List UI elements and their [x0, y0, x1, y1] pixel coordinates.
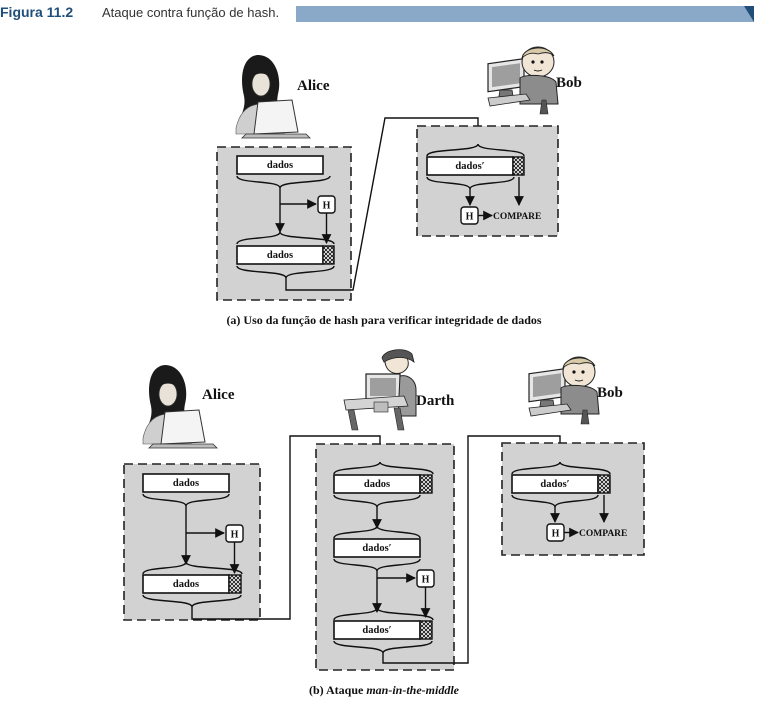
darth-name: Darth	[416, 393, 455, 409]
darth-modified-label: dados′	[362, 543, 391, 554]
alice-b-brace-mid	[142, 561, 243, 575]
darth-data-label: dados	[364, 479, 390, 490]
darth-brace-2	[333, 525, 421, 539]
alice-b-hash-label: H	[231, 530, 239, 541]
channel-a	[285, 117, 483, 291]
alice-data-label: dados	[267, 160, 293, 171]
bob-b-hash-label: H	[552, 529, 560, 540]
panel-b-caption-italic: man-in-the-middle	[366, 683, 459, 697]
darth-avatar-icon	[343, 349, 417, 431]
alice-name: Alice	[297, 78, 330, 94]
bob-b-name: Bob	[597, 385, 623, 401]
alice-hash-tag-icon	[322, 245, 335, 265]
alice-data-label-2: dados	[267, 250, 293, 261]
channel-b-alice-darth	[191, 435, 385, 620]
bob-b-brace-top	[511, 461, 611, 475]
bob-hash-label: H	[466, 212, 474, 223]
bob-b-avatar-icon	[528, 356, 600, 425]
bob-b-data-label: dados′	[540, 479, 569, 490]
panel-b-caption: (b) Ataque man-in-the-middle	[309, 683, 460, 697]
channel-b-darth-bob	[382, 435, 565, 664]
alice-avatar-icon	[235, 54, 311, 139]
bob-avatar-icon	[487, 46, 559, 115]
darth-brace-top	[333, 461, 434, 475]
alice-b-data-label: dados	[173, 478, 199, 489]
darth-out-label: dados′	[362, 625, 391, 636]
darth-brace-4	[333, 607, 434, 621]
bob-b-hash-tag-icon	[597, 474, 611, 494]
panel-b: Alice dados H dados Darth dados	[123, 349, 645, 697]
panel-b-caption-prefix: (b) Ataque	[309, 683, 366, 697]
darth-out-hash-tag-icon	[419, 620, 433, 640]
darth-hash-tag-icon	[419, 474, 433, 494]
alice-b-data-label-2: dados	[173, 579, 199, 590]
alice-b-avatar-icon	[142, 364, 218, 449]
alice-b-hash-tag-icon	[228, 574, 242, 594]
bob-compare-label: COMPARE	[493, 212, 541, 222]
panel-a-caption: (a) Uso da função de hash para verificar…	[226, 313, 541, 327]
alice-brace-mid	[236, 231, 335, 245]
bob-brace-top	[426, 143, 525, 157]
alice-hash-label: H	[323, 201, 331, 212]
figure-header: Figura 11.2 Ataque contra função de hash…	[0, 0, 769, 30]
darth-hash-label: H	[422, 575, 430, 586]
alice-b-data-field	[142, 473, 230, 493]
alice-data-field	[236, 155, 324, 175]
alice-b-name: Alice	[202, 387, 235, 403]
bob-hash-tag-icon	[512, 156, 525, 176]
alice-brace-top	[236, 175, 331, 189]
figure-label: Figura 11.2	[0, 4, 74, 20]
bob-b-compare-label: COMPARE	[579, 529, 627, 539]
bob-name: Bob	[556, 75, 582, 91]
bob-data-label: dados′	[455, 161, 484, 172]
figure-title: Ataque contra função de hash.	[102, 5, 280, 20]
figure-header-bar	[296, 6, 754, 22]
panel-a: Alice dados H dados Bob da	[216, 46, 582, 327]
darth-modified-field	[333, 538, 421, 558]
